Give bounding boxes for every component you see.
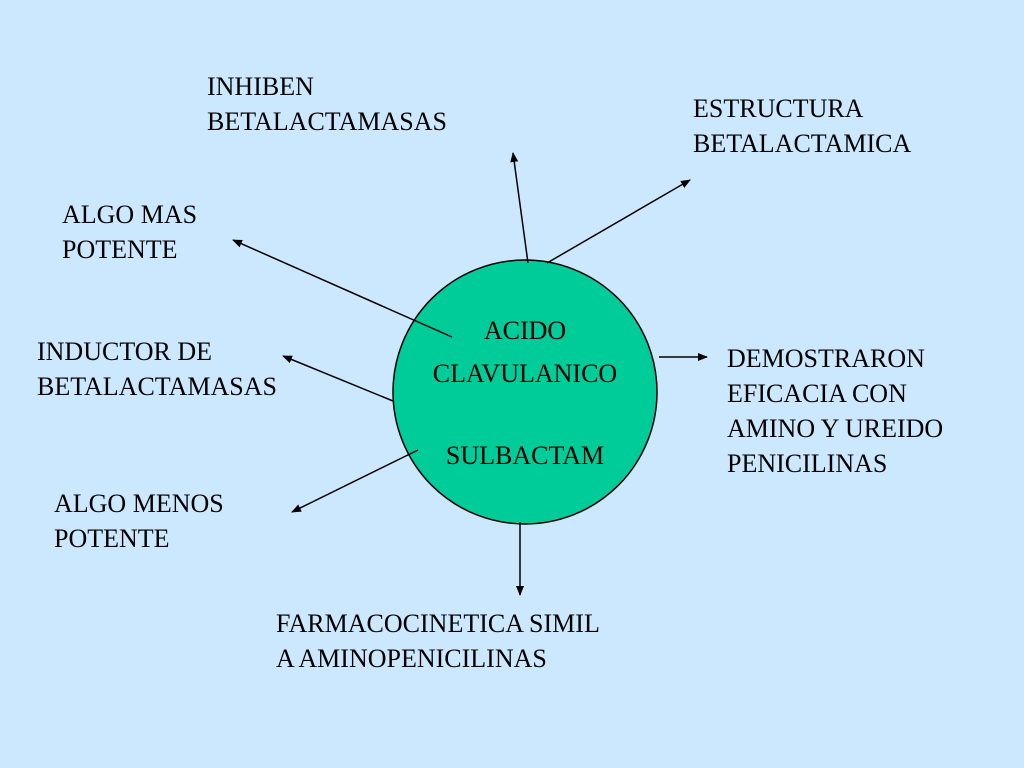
label-line: DEMOSTRARON: [727, 344, 925, 373]
label-inhiben-betalactamasas: INHIBEN BETALACTAMASAS: [207, 69, 447, 139]
label-line: EFICACIA CON: [727, 379, 907, 408]
center-label-sulbactam: SULBACTAM: [445, 441, 605, 470]
arrow-to-inductor: [282, 355, 394, 402]
arrow-to-algo-menos: [291, 449, 419, 513]
label-line: INDUCTOR DE: [37, 337, 213, 366]
label-demostraron-eficacia: DEMOSTRARON EFICACIA CON AMINO Y UREIDO …: [727, 341, 943, 481]
label-line: BETALACTAMASAS: [37, 372, 277, 401]
label-line: POTENTE: [62, 235, 178, 264]
label-line: BETALACTAMICA: [693, 129, 912, 158]
label-inductor-de-betalactamasas: INDUCTOR DE BETALACTAMASAS: [37, 334, 277, 404]
label-line: POTENTE: [54, 524, 170, 553]
label-estructura-betalactamica: ESTRUCTURA BETALACTAMICA: [693, 91, 911, 161]
arrow-to-estructura: [546, 179, 691, 264]
central-circle: [392, 259, 658, 525]
arrow-to-inhiben: [510, 152, 529, 264]
label-line: FARMACOCINETICA SIMIL: [276, 609, 600, 638]
label-line: A AMINOPENICILINAS: [276, 644, 547, 673]
label-line: BETALACTAMASAS: [207, 107, 447, 136]
label-line: ESTRUCTURA: [693, 94, 864, 123]
label-line: ALGO MENOS: [54, 489, 224, 518]
arrow-to-algo-mas: [232, 239, 453, 338]
label-algo-mas-potente: ALGO MAS POTENTE: [62, 197, 197, 267]
center-label-clavulanico: CLAVULANICO: [432, 359, 618, 388]
label-line: PENICILINAS: [727, 449, 888, 478]
label-farmacocinetica: FARMACOCINETICA SIMIL A AMINOPENICILINAS: [276, 606, 600, 676]
label-line: AMINO Y UREIDO: [727, 414, 944, 443]
label-line: ALGO MAS: [62, 200, 198, 229]
center-label-acido: ACIDO: [483, 316, 567, 345]
label-line: INHIBEN: [207, 72, 314, 101]
label-algo-menos-potente: ALGO MENOS POTENTE: [54, 486, 224, 556]
